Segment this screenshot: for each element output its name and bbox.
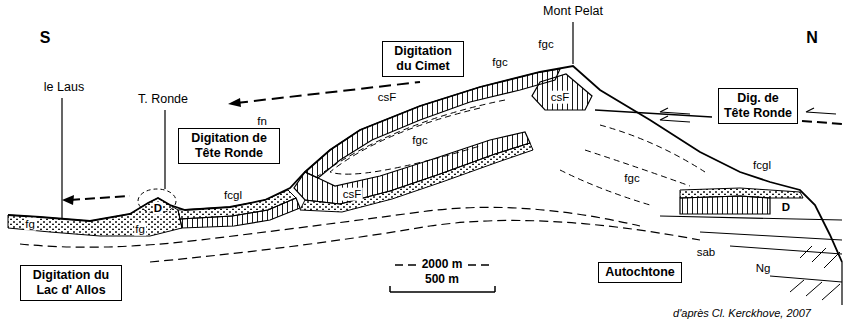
scale-label: 2000 m [421, 258, 464, 271]
formation-code: fn [256, 115, 268, 128]
formation-code: fgc [411, 134, 428, 147]
nappe-box: Digitation de Tête Ronde [178, 128, 280, 164]
nappe-box: Digitation du Lac d' Allos [20, 265, 122, 301]
unit-box: Autochtone [598, 262, 682, 283]
art-path [390, 286, 495, 292]
place-name: T. Ronde [137, 93, 189, 107]
node-title: Digitation du Lac d' Allos [25, 268, 117, 298]
node-title: Dig. de Tête Ronde [723, 91, 793, 121]
nappe-box: Dig. de Tête Ronde [718, 88, 798, 124]
art-path [841, 262, 842, 305]
formation-code: csF [377, 91, 398, 104]
art-path [8, 66, 842, 262]
art-path [680, 196, 770, 214]
art-path [62, 22, 573, 218]
art-path [318, 100, 505, 176]
art-path [228, 98, 241, 107]
formation-code: D [781, 201, 791, 214]
place-name: Mont Pelat [542, 5, 604, 19]
art-path [180, 198, 300, 228]
art-path [560, 170, 650, 205]
node-title: Autochtone [603, 265, 677, 280]
place-name: le Laus [43, 81, 85, 95]
formation-code: fcgl [752, 159, 772, 172]
formation-code: sab [696, 246, 717, 259]
art-path [20, 207, 640, 247]
formation-code: Ng [755, 262, 772, 275]
art-path [150, 220, 700, 262]
formation-code: fgc [623, 172, 640, 185]
credit-note: d'après Cl. Kerckhove, 2007 [672, 307, 812, 319]
formation-code: D [153, 202, 163, 215]
formation-code: fg [24, 218, 36, 231]
art-path [300, 143, 533, 212]
formation-code: fcgl [223, 189, 243, 202]
scale-label: 500 m [424, 273, 460, 286]
formation-code: csF [342, 188, 363, 201]
art-path [700, 232, 842, 282]
direction-letter: S [39, 29, 52, 47]
art-path [660, 216, 842, 220]
art-path [62, 195, 74, 205]
art-path [600, 125, 705, 172]
node-title: Digitation du Cimet [387, 44, 459, 74]
art-path [532, 74, 592, 110]
formation-code: fg [134, 223, 146, 236]
art-path [790, 246, 840, 300]
art-path [8, 198, 182, 236]
art-path [806, 108, 836, 114]
formation-code: fgc [491, 56, 508, 69]
art-path [70, 196, 130, 200]
art-path [595, 110, 712, 117]
formation-code: fgc [537, 38, 554, 51]
art-path [294, 132, 530, 204]
art-path [585, 150, 690, 186]
art-path [660, 108, 690, 122]
formation-code: csF [550, 91, 571, 104]
nappe-box: Digitation du Cimet [382, 41, 464, 77]
art-path [802, 121, 842, 124]
node-title: Digitation de Tête Ronde [183, 131, 275, 161]
art-path [330, 108, 480, 174]
art-path [236, 82, 420, 103]
direction-letter: N [805, 29, 819, 47]
